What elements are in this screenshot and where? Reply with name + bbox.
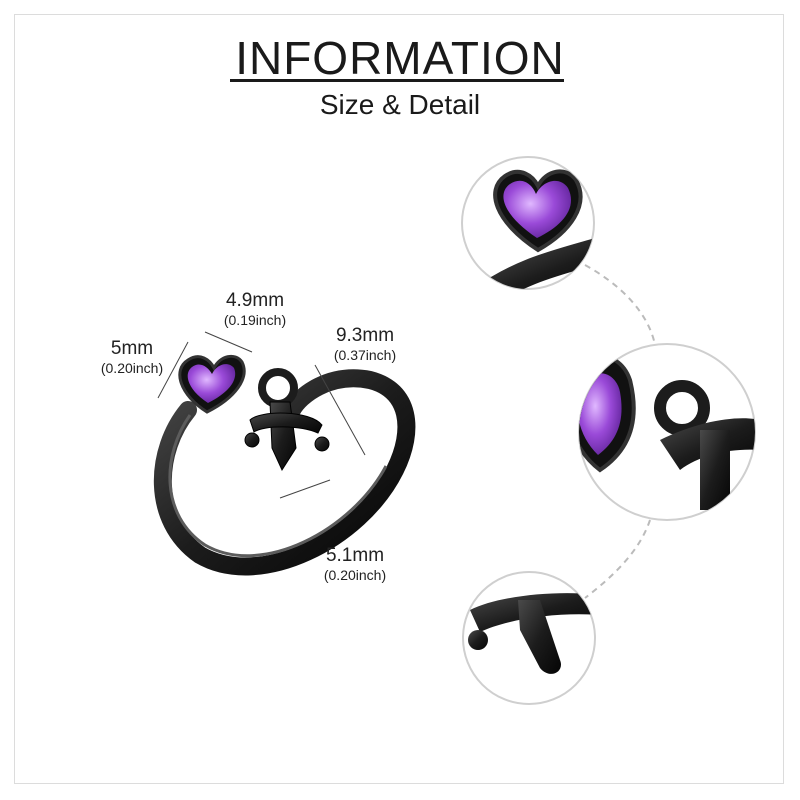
detail-callouts: [461, 156, 756, 705]
dimension-inch: (0.20inch): [323, 567, 387, 583]
ring-image: [153, 354, 416, 576]
dimension-charm-label: 9.3mm (0.37inch): [315, 325, 415, 363]
dimension-mm: 9.3mm: [335, 325, 395, 346]
dimension-inch: (0.19inch): [223, 312, 287, 328]
dimension-inch: (0.20inch): [100, 360, 164, 376]
page-frame: [14, 14, 784, 784]
dimension-inch: (0.37inch): [333, 347, 397, 363]
dimension-band-label: 5.1mm (0.20inch): [305, 545, 405, 583]
dimension-mm: 5mm: [110, 338, 154, 359]
page-title: INFORMATION: [235, 32, 565, 84]
scepter-charm: [244, 368, 330, 472]
title-underline: [230, 79, 564, 82]
dimension-height-label: 5mm (0.20inch): [82, 338, 182, 376]
dimension-mm: 5.1mm: [325, 545, 385, 566]
dimension-arrows: [157, 331, 366, 499]
dimension-mm: 4.9mm: [225, 290, 285, 311]
dimension-width-label: 4.9mm (0.19inch): [205, 290, 305, 328]
page-subtitle: Size & Detail: [319, 89, 481, 120]
heart-gem: [187, 364, 236, 403]
